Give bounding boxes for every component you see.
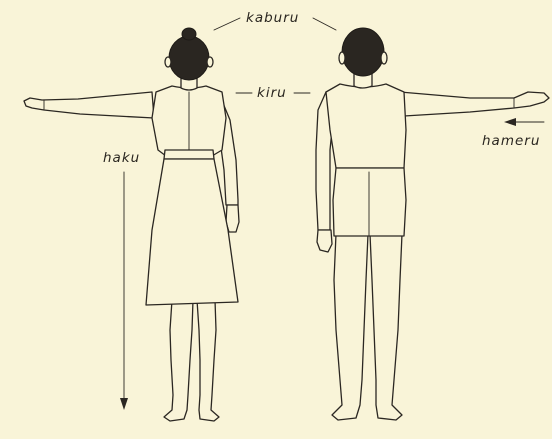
- hameru-annotation: hameru: [482, 118, 544, 149]
- kiru-label: kiru: [257, 85, 287, 101]
- kaburu-leader-right: [313, 18, 336, 30]
- man-hair: [342, 28, 384, 76]
- man-figure: [316, 28, 549, 420]
- man-shorts: [333, 168, 406, 236]
- woman-ear-right: [207, 57, 213, 67]
- kaburu-label: kaburu: [246, 10, 299, 26]
- woman-left-leg: [164, 300, 193, 421]
- man-right-leg: [370, 234, 402, 420]
- woman-hair-bun: [182, 28, 196, 40]
- man-left-leg: [332, 234, 368, 420]
- hameru-arrow-head: [504, 118, 516, 126]
- woman-ear-left: [165, 57, 171, 67]
- woman-figure: [24, 28, 239, 421]
- man-hand: [317, 230, 332, 252]
- hameru-label: hameru: [482, 133, 540, 149]
- man-outstretched-arm: [400, 92, 549, 116]
- kaburu-leader-left: [214, 18, 240, 30]
- kaburu-annotation: kaburu: [214, 10, 336, 30]
- haku-annotation: haku: [103, 150, 140, 410]
- haku-arrow-head: [120, 398, 128, 410]
- woman-hair: [169, 36, 209, 80]
- woman-outstretched-arm: [24, 92, 154, 118]
- haku-label: haku: [103, 150, 140, 166]
- woman-belt: [164, 150, 214, 159]
- man-ear-right: [381, 52, 387, 64]
- woman-right-leg: [197, 300, 219, 421]
- kiru-annotation: kiru: [236, 85, 310, 101]
- man-shirt: [326, 84, 406, 168]
- man-ear-left: [339, 52, 345, 64]
